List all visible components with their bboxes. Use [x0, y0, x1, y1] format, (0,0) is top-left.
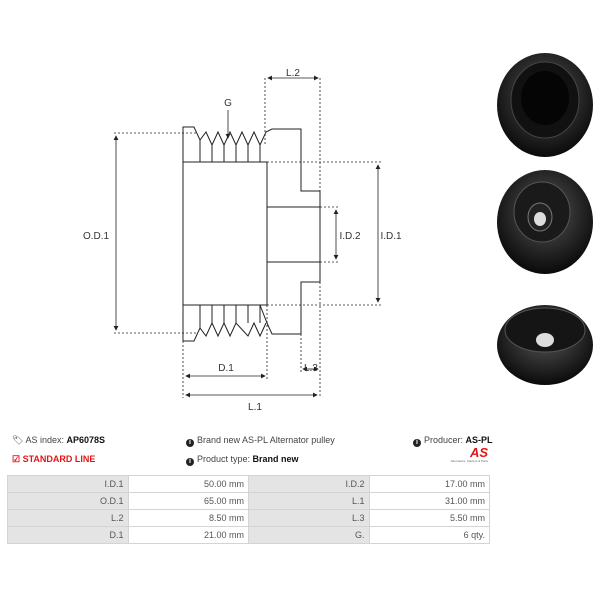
spec-name: L.2: [7, 509, 129, 527]
producer-value: AS-PL: [465, 435, 493, 445]
spec-value: 65.00 mm: [127, 492, 249, 510]
label-id1: I.D.1: [380, 231, 402, 242]
spec-value: 21.00 mm: [127, 526, 249, 544]
spec-value: 50.00 mm: [127, 475, 249, 493]
checkbox-icon: ☑: [12, 454, 21, 464]
tag-icon: 🏷: [12, 435, 24, 445]
spec-value: 5.50 mm: [368, 509, 490, 527]
producer-label: Producer:: [424, 435, 464, 445]
pulley-outline: [182, 126, 321, 342]
spec-name: I.D.2: [248, 475, 370, 493]
spec-name: L.1: [248, 492, 370, 510]
standard-line-badge: ☑ STANDARD LINE: [12, 454, 95, 465]
spec-value: 31.00 mm: [368, 492, 490, 510]
info-icon: i: [186, 439, 194, 447]
as-index-label: AS index:: [25, 435, 64, 445]
product-photo-back: [497, 305, 593, 385]
logo-text: AS: [469, 445, 488, 460]
product-type-value: Brand new: [252, 454, 299, 464]
label-l3: L.3: [304, 363, 318, 374]
spec-name: G.: [248, 526, 370, 544]
standard-line-text: STANDARD LINE: [22, 454, 96, 464]
spec-name: D.1: [7, 526, 129, 544]
product-photo-angled: [497, 170, 593, 274]
spec-name: O.D.1: [7, 492, 129, 510]
label-l1: L.1: [248, 402, 262, 413]
as-pl-logo: AS Alternators, Starters & Parts: [442, 445, 488, 463]
label-g: G: [224, 98, 232, 109]
dimension-arrows: [113, 75, 381, 398]
spec-name: I.D.1: [7, 475, 129, 493]
product-type-label: Product type:: [197, 454, 251, 464]
info-icon: i: [413, 439, 421, 447]
pulley-technical-drawing: G O.D.1 I.D.2 I.D.1 L.2 D.1 L.3 L.1: [83, 53, 593, 413]
label-id2: I.D.2: [339, 231, 361, 242]
description-text: Brand new AS-PL Alternator pulley: [197, 435, 335, 445]
label-d1: D.1: [218, 363, 234, 374]
spec-value: 17.00 mm: [368, 475, 490, 493]
spec-value: 6 qty.: [368, 526, 490, 544]
label-l2: L.2: [286, 68, 300, 79]
info-icon: i: [186, 458, 194, 466]
spec-value: 8.50 mm: [127, 509, 249, 527]
as-index: 🏷 AS index: AP6078S: [12, 435, 105, 446]
logo-tagline: Alternators, Starters & Parts: [450, 459, 488, 463]
dimension-extension-lines: [114, 78, 382, 398]
spec-name: L.3: [248, 509, 370, 527]
as-index-value: AP6078S: [66, 435, 106, 445]
label-od1: O.D.1: [83, 231, 110, 242]
product-photo-front: [497, 53, 593, 157]
